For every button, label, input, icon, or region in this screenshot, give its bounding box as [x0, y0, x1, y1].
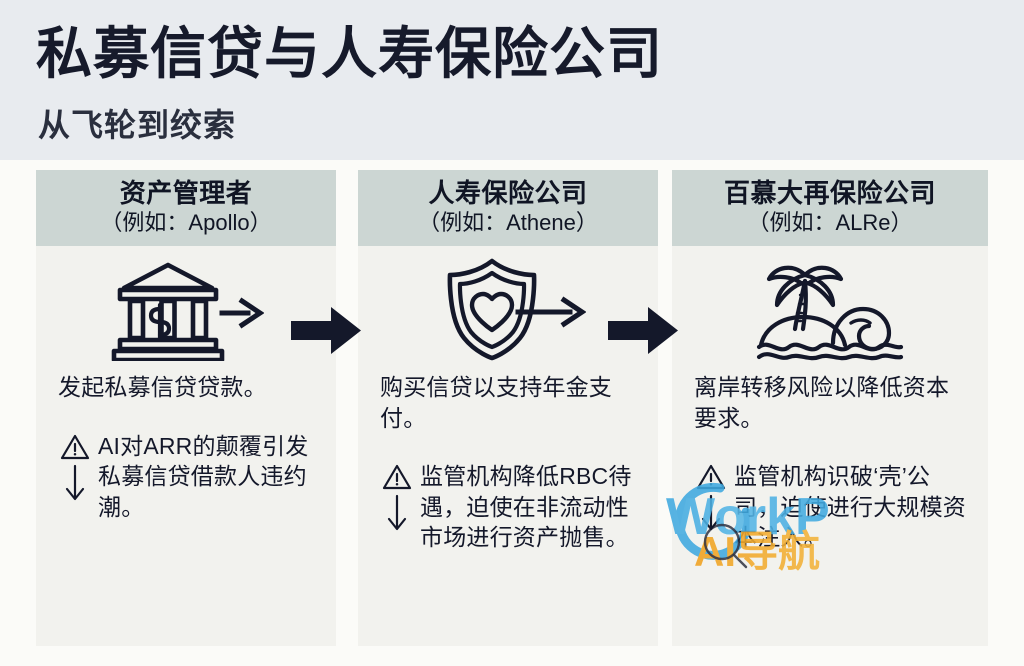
risk-icon-stack — [58, 431, 92, 502]
shield-heart-arrow-icon — [447, 258, 586, 361]
columns-container: 资产管理者 （例如：Apollo） — [0, 170, 1024, 648]
column-icon-area — [36, 246, 336, 366]
column-body-text: 离岸转移风险以降低资本要求。 — [694, 374, 950, 431]
warning-triangle-icon — [60, 434, 90, 459]
column-body-bermuda-reinsurer: 离岸转移风险以降低资本要求。 监管机构识破‘壳’公司，迫使进行 — [672, 366, 988, 553]
down-arrow-icon — [65, 464, 85, 500]
down-arrow-icon — [701, 495, 721, 531]
bank-dollar-arrow-icon — [111, 262, 264, 361]
column-risk-row: AI对ARR的颠覆引发私募信贷借款人违约潮。 — [58, 431, 314, 523]
column-icon-area — [358, 246, 658, 366]
column-risk-row: 监管机构降低RBC待遇，迫使在非流动性市场进行资产抛售。 — [380, 461, 636, 553]
column-icon-area — [672, 246, 988, 366]
connector-arrow-2 — [608, 303, 678, 359]
right-arrow-icon — [608, 307, 678, 354]
column-risk-row: 监管机构识破‘壳’公司，迫使进行大规模资本注入。 — [694, 461, 966, 553]
column-body-life-insurer: 购买信贷以支持年金支付。 监管机构降低RBC待遇，迫使在非流动 — [358, 366, 658, 553]
column-subtitle: （例如：Athene） — [418, 210, 598, 236]
column-card-life-insurer: 人寿保险公司 （例如：Athene） — [358, 170, 658, 646]
header-band: 私募信贷与人寿保险公司 从飞轮到绞索 — [0, 0, 1024, 160]
right-arrow-icon — [515, 296, 586, 328]
column-card-asset-manager: 资产管理者 （例如：Apollo） — [36, 170, 336, 646]
right-arrow-icon — [291, 307, 361, 354]
connector-arrow-1 — [291, 303, 361, 359]
warning-triangle-icon — [696, 465, 726, 490]
page-subtitle: 从飞轮到绞索 — [38, 107, 237, 143]
risk-icon-stack — [694, 461, 728, 532]
column-card-bermuda-reinsurer: 百慕大再保险公司 （例如：ALRe） — [672, 170, 988, 646]
island-palm-wave-icon — [756, 265, 904, 361]
column-header-life-insurer: 人寿保险公司 （例如：Athene） — [358, 170, 658, 246]
column-body-text: 购买信贷以支持年金支付。 — [380, 374, 612, 431]
column-subtitle: （例如：ALRe） — [747, 210, 913, 236]
column-body-text: 发起私募信贷贷款。 — [58, 374, 267, 400]
column-body-asset-manager: 发起私募信贷贷款。 AI对ARR的颠覆引发私募信贷借款人违约潮 — [36, 366, 336, 522]
column-risk-text: 监管机构识破‘壳’公司，迫使进行大规模资本注入。 — [734, 463, 966, 551]
column-header-asset-manager: 资产管理者 （例如：Apollo） — [36, 170, 336, 246]
column-risk-text: AI对ARR的颠覆引发私募信贷借款人违约潮。 — [98, 432, 309, 520]
column-risk-text: 监管机构降低RBC待遇，迫使在非流动性市场进行资产抛售。 — [420, 463, 632, 551]
column-header-bermuda-reinsurer: 百慕大再保险公司 （例如：ALRe） — [672, 170, 988, 246]
column-title: 人寿保险公司 — [428, 178, 588, 209]
warning-triangle-icon — [382, 465, 412, 490]
risk-icon-stack — [380, 461, 414, 532]
down-arrow-icon — [387, 495, 407, 531]
column-subtitle: （例如：Apollo） — [100, 210, 272, 236]
page-title: 私募信贷与人寿保险公司 — [36, 22, 663, 85]
right-arrow-icon — [219, 297, 264, 329]
column-title: 资产管理者 — [119, 178, 253, 209]
column-title: 百慕大再保险公司 — [723, 178, 936, 209]
